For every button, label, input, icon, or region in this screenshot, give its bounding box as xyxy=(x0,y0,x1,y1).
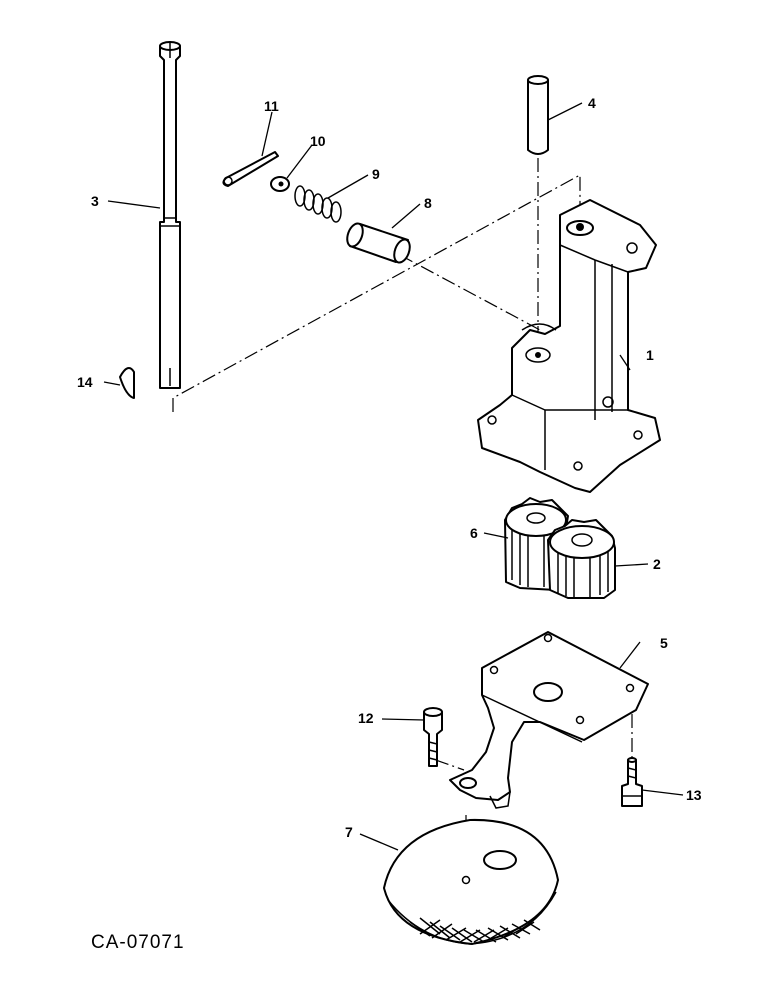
callout-13: 13 xyxy=(686,787,702,803)
callout-12: 12 xyxy=(358,710,374,726)
callout-labels: 1 2 3 4 5 6 7 8 9 10 11 12 13 14 xyxy=(77,95,702,840)
pump-body xyxy=(477,199,661,493)
cover-bolt-right xyxy=(621,757,643,807)
washer xyxy=(270,176,290,192)
callout-1: 1 xyxy=(646,347,654,363)
callout-9: 9 xyxy=(372,166,380,182)
callout-10: 10 xyxy=(310,133,326,149)
dowel-pin xyxy=(527,75,549,155)
callout-2: 2 xyxy=(653,556,661,572)
callout-8: 8 xyxy=(424,195,432,211)
callout-7: 7 xyxy=(345,824,353,840)
woodruff-key xyxy=(119,367,135,399)
cover-bolt-left xyxy=(423,707,443,767)
spring xyxy=(294,185,342,223)
drive-shaft xyxy=(159,41,181,389)
callout-14: 14 xyxy=(77,374,93,390)
pump-cover-pickup-tube xyxy=(449,631,649,809)
callout-11: 11 xyxy=(264,98,279,114)
leader-lines xyxy=(103,102,684,851)
drawing-code: CA-07071 xyxy=(91,932,185,953)
callout-4: 4 xyxy=(588,95,596,111)
driven-gear xyxy=(547,519,616,599)
cotter-pin xyxy=(222,151,279,187)
callout-5: 5 xyxy=(660,635,668,651)
oil-pickup-screen xyxy=(383,818,559,945)
callout-3: 3 xyxy=(91,193,99,209)
callout-6: 6 xyxy=(470,525,478,541)
relief-valve-plunger xyxy=(346,222,411,264)
